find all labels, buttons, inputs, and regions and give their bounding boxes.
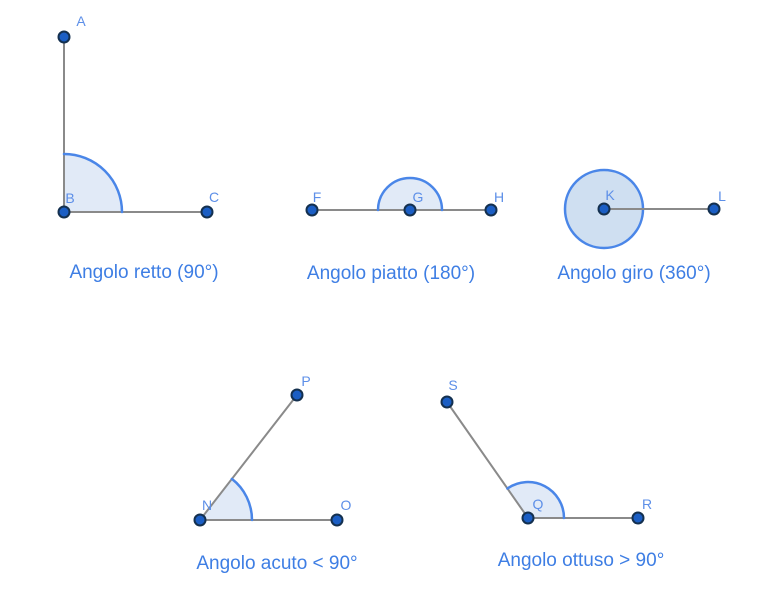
point-L: [707, 202, 721, 216]
right-angle-sector: [64, 154, 122, 212]
obtuse-angle-arc: [506, 480, 566, 520]
point-Q: [521, 511, 535, 525]
figure-obtuse-angle: Q R S Angolo ottuso > 90°: [440, 377, 665, 571]
point-N: [193, 513, 207, 527]
point-label-G: G: [413, 189, 424, 205]
point-label-Q: Q: [533, 496, 544, 512]
point-A: [57, 30, 71, 44]
point-F: [305, 203, 319, 217]
obtuse-angle-sector: [507, 482, 564, 518]
figure-full-angle: K L Angolo giro (360°): [557, 168, 726, 284]
point-P: [290, 388, 304, 402]
figure-acute-angle: N O P Angolo acuto < 90°: [193, 373, 358, 574]
point-B: [57, 205, 71, 219]
point-H: [484, 203, 498, 217]
figure-right-angle: A B C Angolo retto (90°): [57, 13, 219, 283]
straight-angle-arc: [376, 176, 444, 212]
caption-full-angle: Angolo giro (360°): [557, 263, 710, 284]
ray-NP: [199, 394, 298, 521]
ray-QS: [446, 401, 529, 519]
caption-straight-angle: Angolo piatto (180°): [307, 263, 475, 284]
point-label-F: F: [313, 189, 322, 205]
caption-acute-angle: Angolo acuto < 90°: [196, 553, 357, 574]
straight-angle-sector: [378, 178, 442, 210]
point-label-A: A: [76, 13, 86, 29]
point-label-H: H: [494, 189, 504, 205]
point-label-N: N: [202, 497, 212, 513]
point-label-L: L: [718, 188, 726, 204]
point-label-S: S: [448, 377, 457, 393]
point-label-B: B: [65, 190, 74, 206]
point-label-O: O: [341, 497, 352, 513]
acute-angle-sector: [200, 478, 253, 520]
caption-obtuse-angle: Angolo ottuso > 90°: [498, 550, 665, 571]
point-label-C: C: [209, 189, 219, 205]
figure-straight-angle: F G H Angolo piatto (180°): [305, 176, 504, 284]
point-G: [403, 203, 417, 217]
acute-angle-arc: [230, 477, 254, 522]
point-C: [200, 205, 214, 219]
point-S: [440, 395, 454, 409]
point-label-K: K: [605, 187, 615, 203]
point-R: [631, 511, 645, 525]
point-label-R: R: [642, 496, 652, 512]
point-O: [330, 513, 344, 527]
caption-right-angle: Angolo retto (90°): [69, 262, 218, 283]
right-angle-arc: [62, 152, 124, 214]
point-K: [597, 202, 611, 216]
point-label-P: P: [301, 373, 310, 389]
